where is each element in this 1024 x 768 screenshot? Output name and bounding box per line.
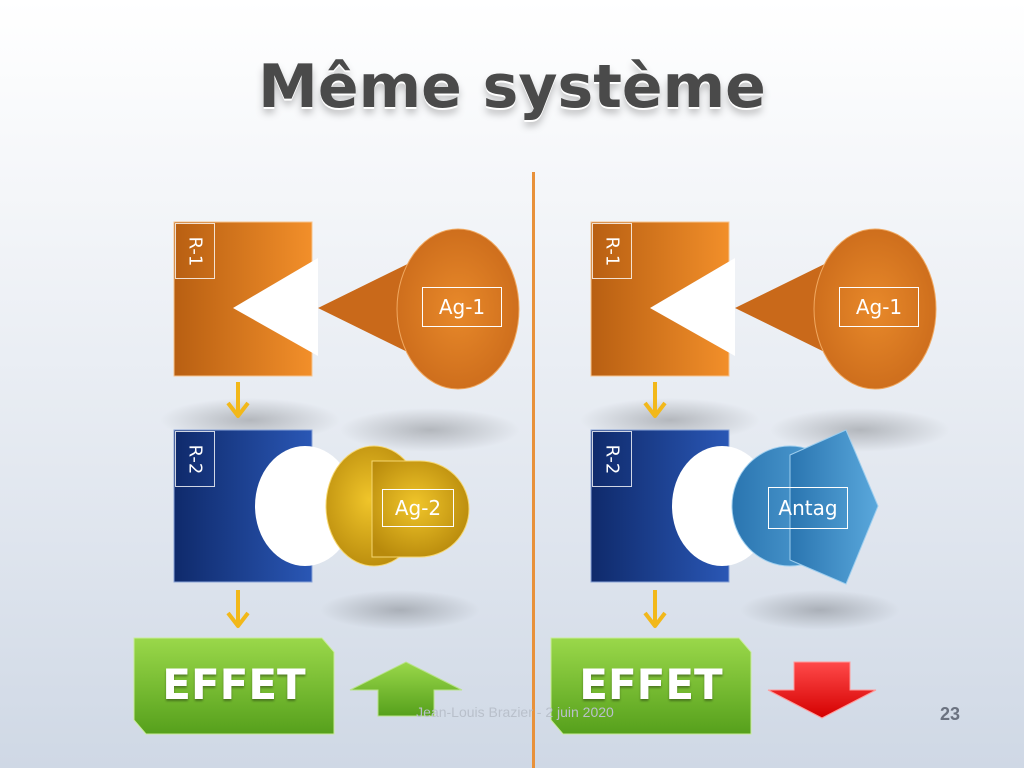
increase-arrow (349, 661, 463, 717)
flow-arrow-head (643, 611, 667, 628)
receptor1-label: R-1 (175, 223, 215, 279)
receptor1-binding-site (233, 258, 318, 356)
antagonist-label: Antag (768, 487, 848, 529)
receptor2-label: R-2 (592, 431, 632, 487)
agonist1-label: Ag-1 (422, 287, 502, 327)
slide-title: Même système (258, 52, 766, 122)
agonist1-label: Ag-1 (839, 287, 919, 327)
agonist1-body (396, 228, 520, 390)
receptor1-binding-site (650, 258, 735, 356)
shadow (320, 590, 480, 630)
agonist2-body (371, 460, 470, 558)
effect-box (550, 637, 752, 735)
page-number: 23 (939, 704, 961, 724)
receptor2-binding-site (255, 446, 355, 566)
effect-label: EFFET (162, 660, 306, 709)
agonist2-label: Ag-2 (382, 489, 454, 527)
flow-arrow-head (643, 401, 667, 418)
receptor1-label: R-1 (592, 223, 632, 279)
footer-text: Jean-Louis Brazier - 2 juin 2020 (416, 704, 614, 720)
shadow (740, 590, 900, 630)
antagonist-body (789, 429, 879, 585)
panel-divider (532, 172, 535, 768)
decrease-arrow (767, 661, 877, 719)
flow-arrow-head (226, 401, 250, 418)
effect-box (133, 637, 335, 735)
shadow (340, 408, 520, 452)
flow-arrow-head (226, 611, 250, 628)
receptor2-label: R-2 (175, 431, 215, 487)
effect-label: EFFET (579, 660, 723, 709)
agonist1-body (813, 228, 937, 390)
shadow (770, 408, 950, 452)
